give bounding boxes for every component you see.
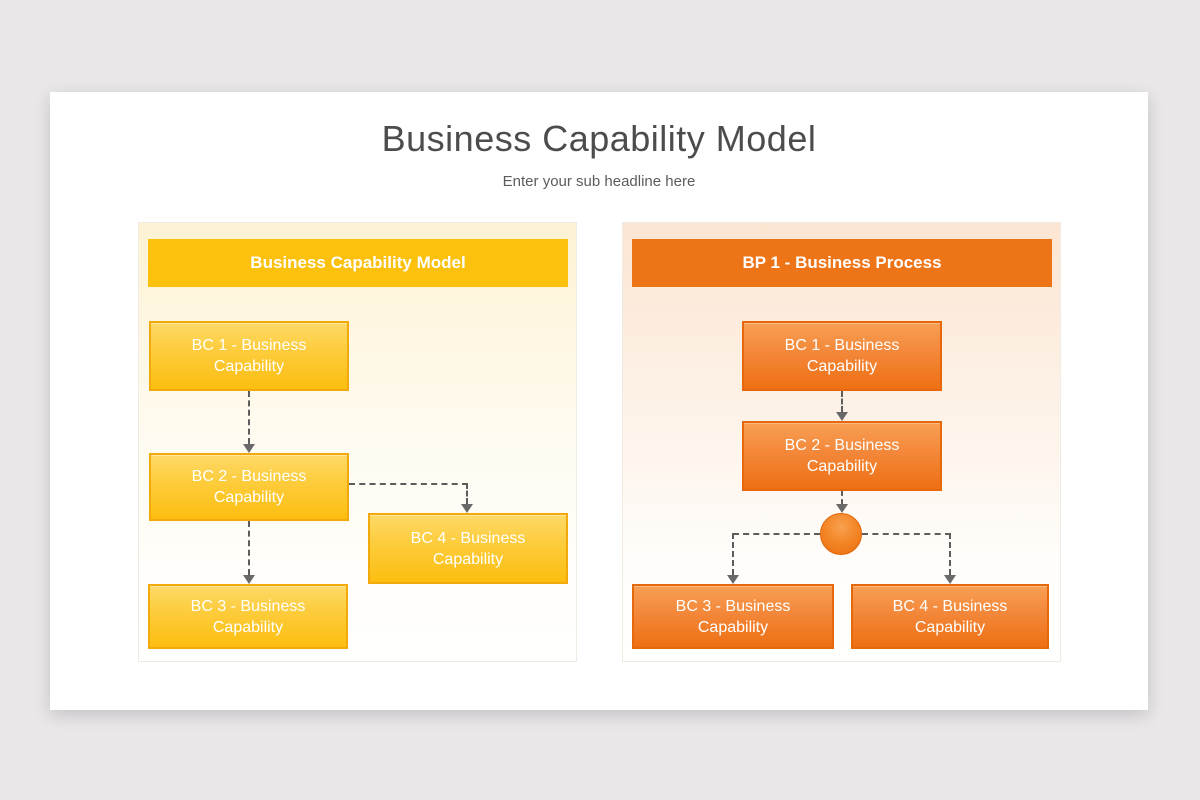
right-panel-header: BP 1 - Business Process	[632, 239, 1052, 287]
connector-bc2-to-bc3	[248, 521, 250, 575]
connector-bc1-to-bc2	[841, 391, 843, 412]
connector-junction-to-bc3	[732, 533, 734, 575]
node-bc2-capability: BC 2 - Business Capability	[149, 453, 349, 521]
connector-junction-to-bc4	[949, 533, 951, 575]
page-subtitle: Enter your sub headline here	[502, 173, 696, 190]
panel-business-capability-model: Business Capability Model BC 1 - Busines…	[138, 222, 577, 662]
connector-junction-right	[862, 533, 951, 535]
node-bc2-process: BC 2 - Business Capability	[742, 421, 942, 491]
arrowhead-icon	[944, 575, 956, 584]
node-bc3-capability: BC 3 - Business Capability	[148, 584, 348, 649]
page-title: Business Capability Model	[381, 118, 817, 159]
arrowhead-icon	[461, 504, 473, 513]
connector-bc2-to-bc4-vertical	[466, 483, 468, 504]
arrowhead-icon	[727, 575, 739, 584]
connector-bc2-to-bc4-horizontal	[349, 483, 468, 485]
connector-bc2-to-junction	[841, 491, 843, 504]
node-bc4-process: BC 4 - Business Capability	[851, 584, 1049, 649]
left-panel-header: Business Capability Model	[148, 239, 568, 287]
node-bc1-capability: BC 1 - Business Capability	[149, 321, 349, 391]
arrowhead-icon	[243, 444, 255, 453]
arrowhead-icon	[243, 575, 255, 584]
arrowhead-icon	[836, 504, 848, 513]
node-bc1-process: BC 1 - Business Capability	[742, 321, 942, 391]
connector-junction-left	[733, 533, 820, 535]
junction-circle-icon	[820, 513, 862, 555]
panel-business-process: BP 1 - Business Process BC 1 - Business …	[622, 222, 1061, 662]
node-bc3-process: BC 3 - Business Capability	[632, 584, 834, 649]
connector-bc1-to-bc2	[248, 391, 250, 444]
slide-card: Business Capability Model Enter your sub…	[50, 92, 1148, 710]
arrowhead-icon	[836, 412, 848, 421]
node-bc4-capability: BC 4 - Business Capability	[368, 513, 568, 584]
